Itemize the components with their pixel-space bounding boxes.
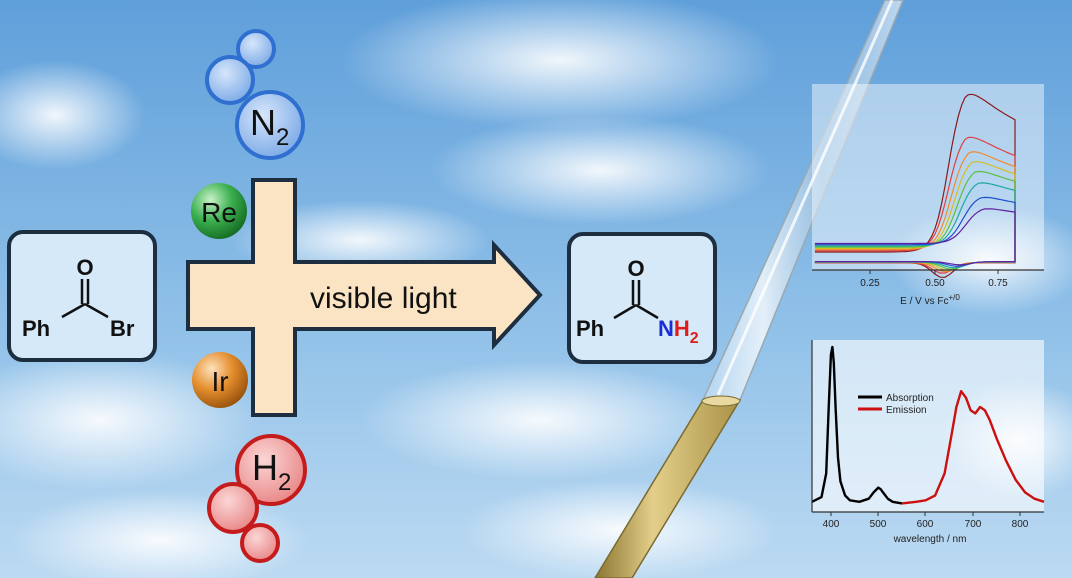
- glass-tube: [594, 0, 904, 578]
- n2-gas-bubbles: N2: [205, 29, 305, 160]
- cv-series-group: [814, 93, 1016, 278]
- cv-x-axis-label: E / V vs Fc+/0: [900, 293, 960, 307]
- product-amide-group: NH2: [658, 316, 699, 347]
- spectrum-series-group: [811, 345, 1045, 505]
- spectrum-tick-800: 800: [1012, 519, 1029, 530]
- reactant-box: O Ph Br: [7, 230, 157, 362]
- emission-line: [901, 390, 1045, 505]
- re-label: Re: [201, 197, 237, 228]
- product-oxygen: O: [627, 256, 644, 281]
- spectrum-legend: Absorption Emission: [858, 393, 934, 416]
- legend-emission: Emission: [886, 405, 927, 416]
- reactant-bromine: Br: [110, 316, 135, 341]
- product-phenyl: Ph: [576, 316, 604, 341]
- cv-series-line-8: [814, 208, 1016, 266]
- ir-label: Ir: [211, 366, 228, 397]
- legend-absorption: Absorption: [886, 393, 934, 404]
- product-box: O Ph NH2: [567, 232, 717, 364]
- spectrum-plot-background: [812, 340, 1044, 512]
- spectrum-tick-600: 600: [917, 519, 934, 530]
- cv-tick-label-1: 0.25: [860, 278, 880, 289]
- cv-tick-label-3: 0.75: [988, 278, 1008, 289]
- h2-label: H2: [252, 447, 291, 496]
- cv-ticks: [869, 270, 999, 274]
- reactant-phenyl: Ph: [22, 316, 50, 341]
- arrow-label: visible light: [310, 282, 457, 315]
- re-catalyst-sphere: Re: [191, 183, 247, 239]
- reaction-arrow: [186, 178, 543, 417]
- ir-catalyst-sphere: Ir: [192, 352, 248, 408]
- spectrum-tick-700: 700: [965, 519, 982, 530]
- n2-label: N2: [250, 102, 289, 151]
- spectrum-tick-500: 500: [870, 519, 887, 530]
- absorption-line: [811, 345, 903, 505]
- cv-plot-background: [812, 84, 1044, 270]
- spectrum-ticks: [830, 512, 1021, 516]
- h2-gas-bubbles: H2: [207, 434, 307, 563]
- reactant-oxygen: O: [76, 255, 93, 280]
- spectrum-chart: 400 500 600 700 800 wavelength / nm Abso…: [811, 340, 1045, 545]
- cv-chart: 0.25 0.50 0.75 E / V vs Fc+/0: [812, 84, 1044, 307]
- cv-tick-label-2: 0.50: [925, 278, 945, 289]
- spectrum-tick-400: 400: [823, 519, 840, 530]
- spectrum-x-axis-label: wavelength / nm: [893, 534, 967, 545]
